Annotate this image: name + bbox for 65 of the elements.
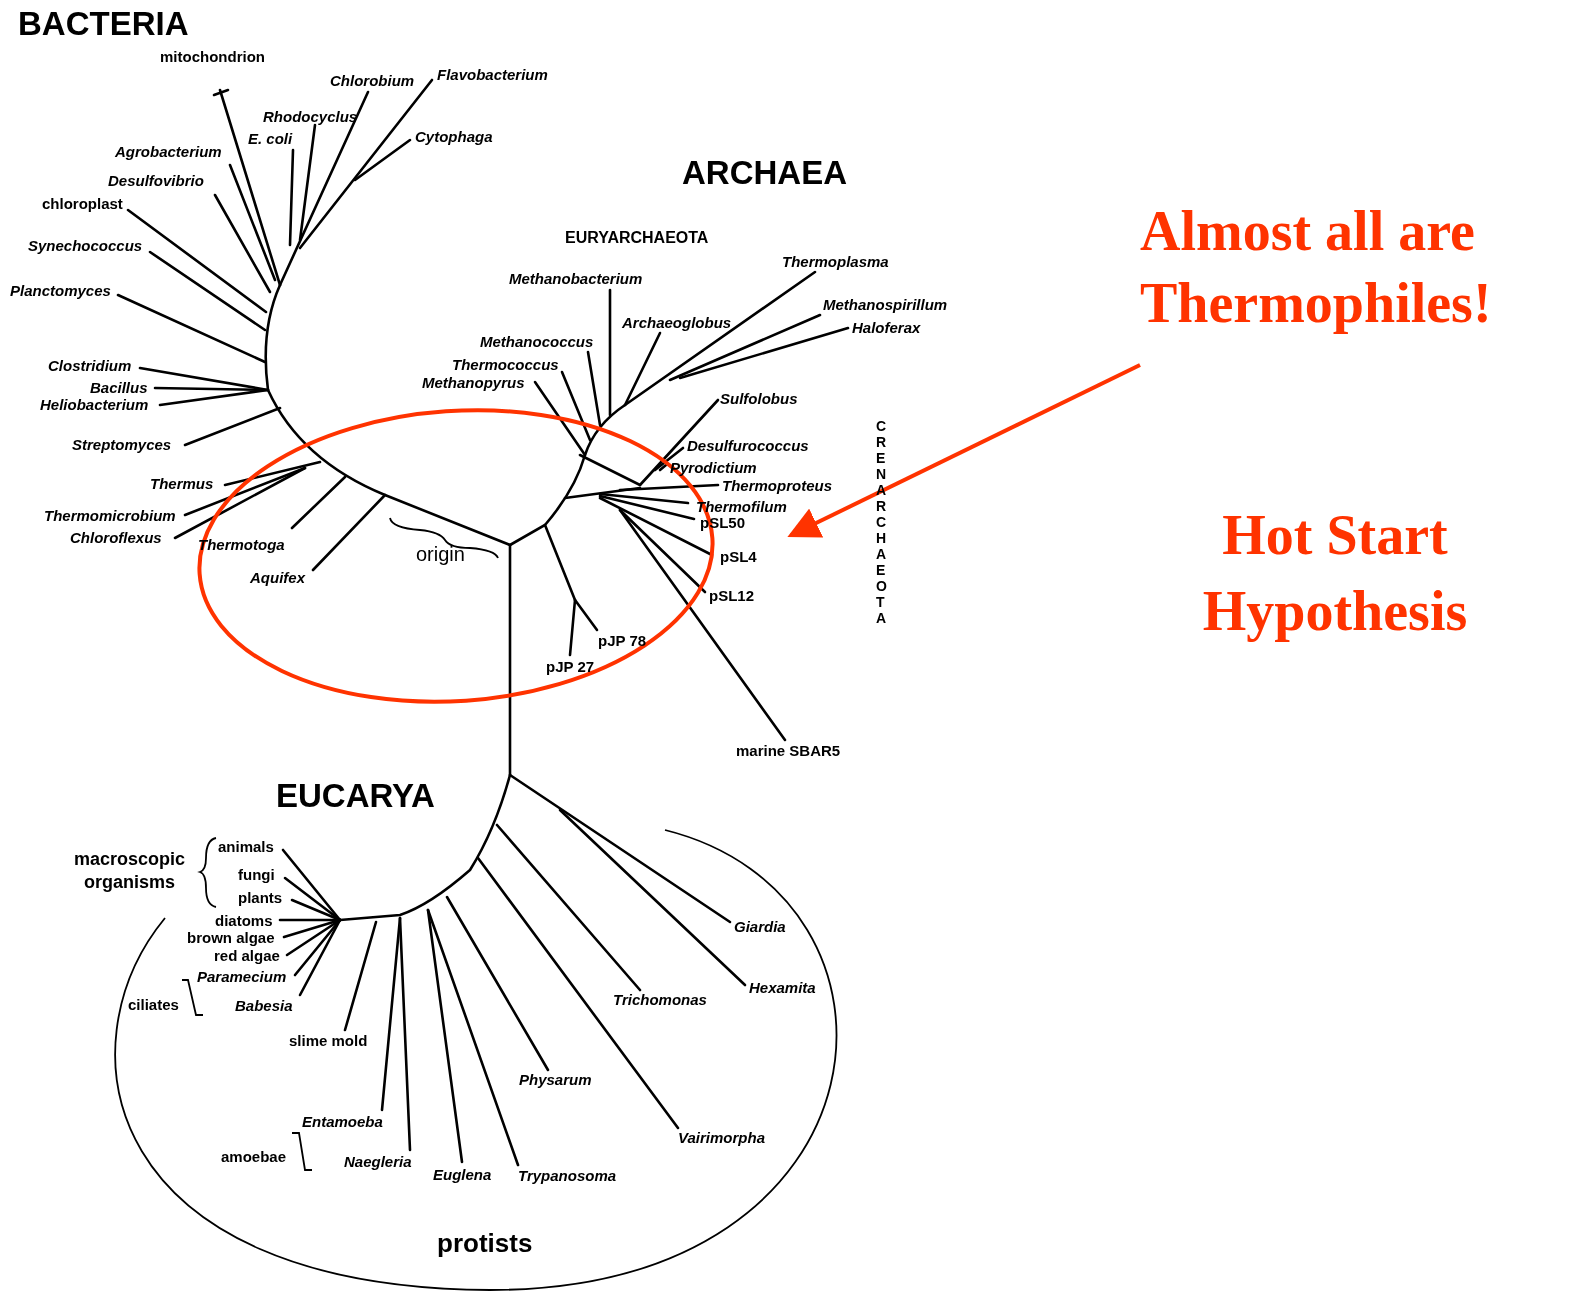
taxon-label: Sulfolobus: [720, 390, 798, 407]
taxon-label: Methanobacterium: [509, 270, 643, 287]
taxon-label: Methanopyrus: [422, 374, 525, 391]
taxon-label: Trypanosoma: [518, 1167, 617, 1184]
taxon-label: marine SBAR5: [736, 742, 841, 759]
taxon-label: Haloferax: [852, 319, 921, 336]
taxon-label: Paramecium: [197, 968, 287, 985]
group-label: amoebae: [221, 1148, 287, 1165]
taxon-label: Methanospirillum: [823, 296, 948, 313]
taxon-label: Naegleria: [344, 1153, 412, 1170]
domain-heading: ARCHAEA: [682, 155, 847, 191]
taxon-label: pJP 27: [546, 658, 595, 675]
taxon-label: Aquifex: [250, 569, 305, 586]
taxon-label: red algae: [214, 947, 280, 964]
taxon-label: pJP 78: [598, 632, 647, 649]
taxon-label: Vairimorpha: [678, 1129, 765, 1146]
taxon-label: Hexamita: [749, 979, 816, 996]
taxon-label: diatoms: [215, 912, 273, 929]
taxon-label: Chlorobium: [330, 72, 415, 89]
taxon-label: E. coli: [248, 130, 293, 147]
taxon-label: mitochondrion: [160, 48, 265, 65]
taxon-label: Thermus: [150, 475, 214, 492]
taxon-label: chloroplast: [42, 195, 123, 212]
taxon-label: Clostridium: [48, 357, 132, 374]
taxon-label: plants: [238, 889, 283, 906]
taxon-label: fungi: [238, 866, 275, 883]
taxon-label: Physarum: [519, 1071, 592, 1088]
taxon-label: Euglena: [433, 1166, 492, 1183]
taxon-label: Synechococcus: [28, 237, 143, 254]
annotation-text: Hot Start Hypothesis: [1201, 503, 1469, 644]
taxon-label: Agrobacterium: [115, 143, 222, 160]
taxon-label: animals: [218, 838, 274, 855]
taxon-label: Desulfovibrio: [108, 172, 204, 189]
taxon-label: Giardia: [734, 918, 786, 935]
domain-heading: EUCARYA: [276, 778, 435, 814]
taxon-label: Heliobacterium: [40, 396, 149, 413]
taxon-label: pSL4: [720, 548, 757, 565]
group-label: protists: [437, 1228, 533, 1259]
group-heading: EURYARCHAEOTA: [565, 229, 709, 246]
taxon-label: Thermomicrobium: [44, 507, 176, 524]
taxon-label: Methanococcus: [480, 333, 594, 350]
taxon-label: Bacillus: [90, 379, 148, 396]
taxon-label: Trichomonas: [613, 991, 707, 1008]
taxon-label: Planctomyces: [10, 282, 111, 299]
taxon-label: Flavobacterium: [437, 66, 548, 83]
taxon-label: pSL12: [709, 587, 754, 604]
domain-heading: BACTERIA: [18, 6, 189, 42]
taxon-label: Thermoplasma: [782, 253, 889, 270]
taxon-label: Archaeoglobus: [622, 314, 732, 331]
taxon-label: Thermoproteus: [722, 477, 832, 494]
taxon-label: brown algae: [187, 929, 275, 946]
taxon-label: Cytophaga: [415, 128, 493, 145]
taxon-label: Chloroflexus: [70, 529, 162, 546]
taxon-label: Desulfurococcus: [687, 437, 809, 454]
taxon-label: Babesia: [235, 997, 293, 1014]
arrow: [787, 363, 1141, 538]
taxon-label: Thermococcus: [452, 356, 559, 373]
group-label: macroscopic organisms: [72, 848, 187, 894]
group-label: ciliates: [128, 996, 179, 1013]
taxon-label: slime mold: [289, 1032, 368, 1049]
annotation-text: Almost all are Thermophiles!: [1140, 195, 1560, 345]
taxon-label: Rhodocyclus: [263, 108, 358, 125]
taxon-label: Streptomyces: [72, 436, 172, 453]
taxon-label: Entamoeba: [302, 1113, 383, 1130]
origin-label: origin: [416, 543, 465, 565]
